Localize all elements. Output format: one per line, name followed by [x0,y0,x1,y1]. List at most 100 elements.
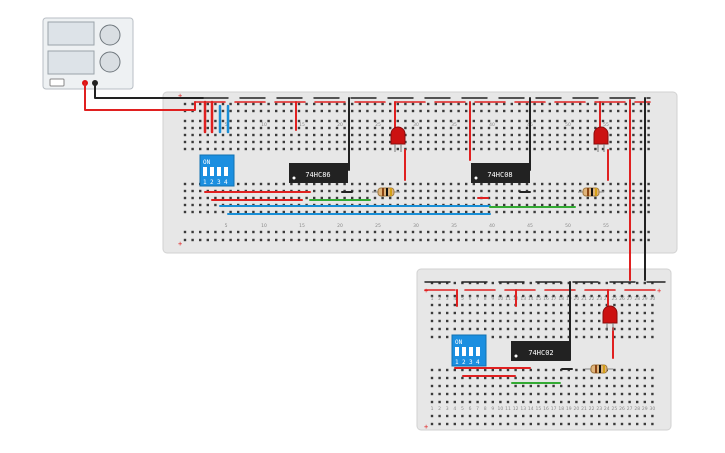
breadboard-hole [487,102,491,106]
current-knob[interactable] [99,51,121,73]
switch-lever[interactable] [217,167,221,176]
breadboard-hole [275,147,278,151]
breadboard-hole [506,400,510,404]
breadboard-hole [537,414,540,418]
breadboard-hole [605,384,608,388]
breadboard-hole [522,319,525,323]
breadboard-hole [267,109,270,113]
wire-supply-positive[interactable] [84,82,196,111]
breadboard-hole [434,189,437,193]
breadboard-hole [335,189,339,193]
column-number: 25 [375,223,381,229]
breadboard-hole [373,133,377,137]
breadboard-hole [214,119,217,123]
resistor-1[interactable] [372,187,400,197]
breadboard-hole [503,102,506,106]
breadboard-hole [579,230,582,234]
column-number: 14 [528,296,534,302]
breadboard-hole [183,196,187,200]
breadboard-hole [453,319,456,323]
led-3[interactable] [602,305,618,331]
breadboard-hole [442,133,445,137]
breadboard-hole [651,368,654,372]
switch-lever[interactable] [224,167,228,176]
breadboard-hole [411,189,415,193]
breadboard-hole [389,102,392,106]
breadboard-hole [373,126,377,130]
breadboard-hole [582,400,586,404]
breadboard-hole [651,400,654,404]
breadboard-hole [548,189,551,193]
breadboard-hole [514,335,517,339]
switch-lever[interactable] [455,347,459,356]
breadboard-hole [522,303,525,307]
switch-lever[interactable] [462,347,466,356]
resistor-2[interactable] [578,187,604,197]
breadboard-hole [609,210,612,214]
breadboard-hole [552,376,555,380]
breadboard-hole [438,319,441,323]
voltage-knob[interactable] [99,24,121,46]
breadboard-hole [214,126,217,130]
switch-position-label: 3 [217,179,221,186]
breadboard-hole [624,102,627,106]
breadboard-hole [465,133,468,137]
breadboard-hole [214,203,217,207]
switch-lever[interactable] [203,167,207,176]
breadboard-hole [571,203,574,207]
breadboard-hole [533,196,536,200]
switch-lever[interactable] [476,347,480,356]
chip-1[interactable]: 74HC86 [289,163,348,183]
breadboard-hole [548,102,551,106]
breadboard-hole [214,238,217,242]
breadboard-hole [651,319,654,323]
chip-3[interactable]: 74HC02 [511,341,570,361]
resistor-3[interactable] [585,364,613,374]
switch-lever[interactable] [469,347,473,356]
breadboard-hole [617,230,620,234]
dip-switch-1[interactable]: ON 1 2 3 4 [199,154,235,187]
column-number: 27 [627,296,633,302]
switch-lever[interactable] [210,167,214,176]
dip-switch-2[interactable]: ON 1 2 3 4 [451,334,487,367]
breadboard-hole [191,203,194,207]
breadboard-hole [506,327,510,331]
breadboard-hole [484,368,487,372]
column-number: 26 [619,406,625,412]
breadboard-hole [430,384,434,388]
breadboard-hole [275,182,278,186]
breadboard-hole [544,414,548,418]
breadboard-hole [199,210,202,214]
breadboard-hole [529,327,532,331]
breadboard-hole [343,126,346,130]
led-2[interactable] [593,126,609,152]
led-1[interactable] [390,126,406,152]
breadboard-hole [609,203,612,207]
breadboard-hole [328,140,331,144]
breadboard-hole [457,140,460,144]
wire-supply-negative[interactable] [94,82,204,99]
column-number: 35 [451,122,457,128]
chip-2[interactable]: 74HC08 [471,163,530,183]
breadboard-hole [427,189,430,193]
breadboard-hole [381,126,384,130]
breadboard-hole [510,126,513,130]
breadboard-hole [491,281,494,285]
breadboard-hole [636,392,639,396]
breadboard-hole [305,109,308,113]
breadboard-hole [419,126,422,130]
breadboard-hole [506,414,510,418]
breadboard-hole [465,102,468,106]
breadboard-hole [495,210,498,214]
breadboard-hole [404,210,407,214]
breadboard-hole [476,294,479,298]
column-number: 8 [484,406,487,412]
breadboard-hole [518,119,521,123]
breadboard-hole [237,182,240,186]
breadboard-hole [624,126,627,130]
power-button[interactable] [49,78,65,87]
breadboard-hole [411,109,415,113]
column-number: 45 [527,223,533,229]
breadboard-hole [427,119,430,123]
breadboard-hole [335,196,339,200]
